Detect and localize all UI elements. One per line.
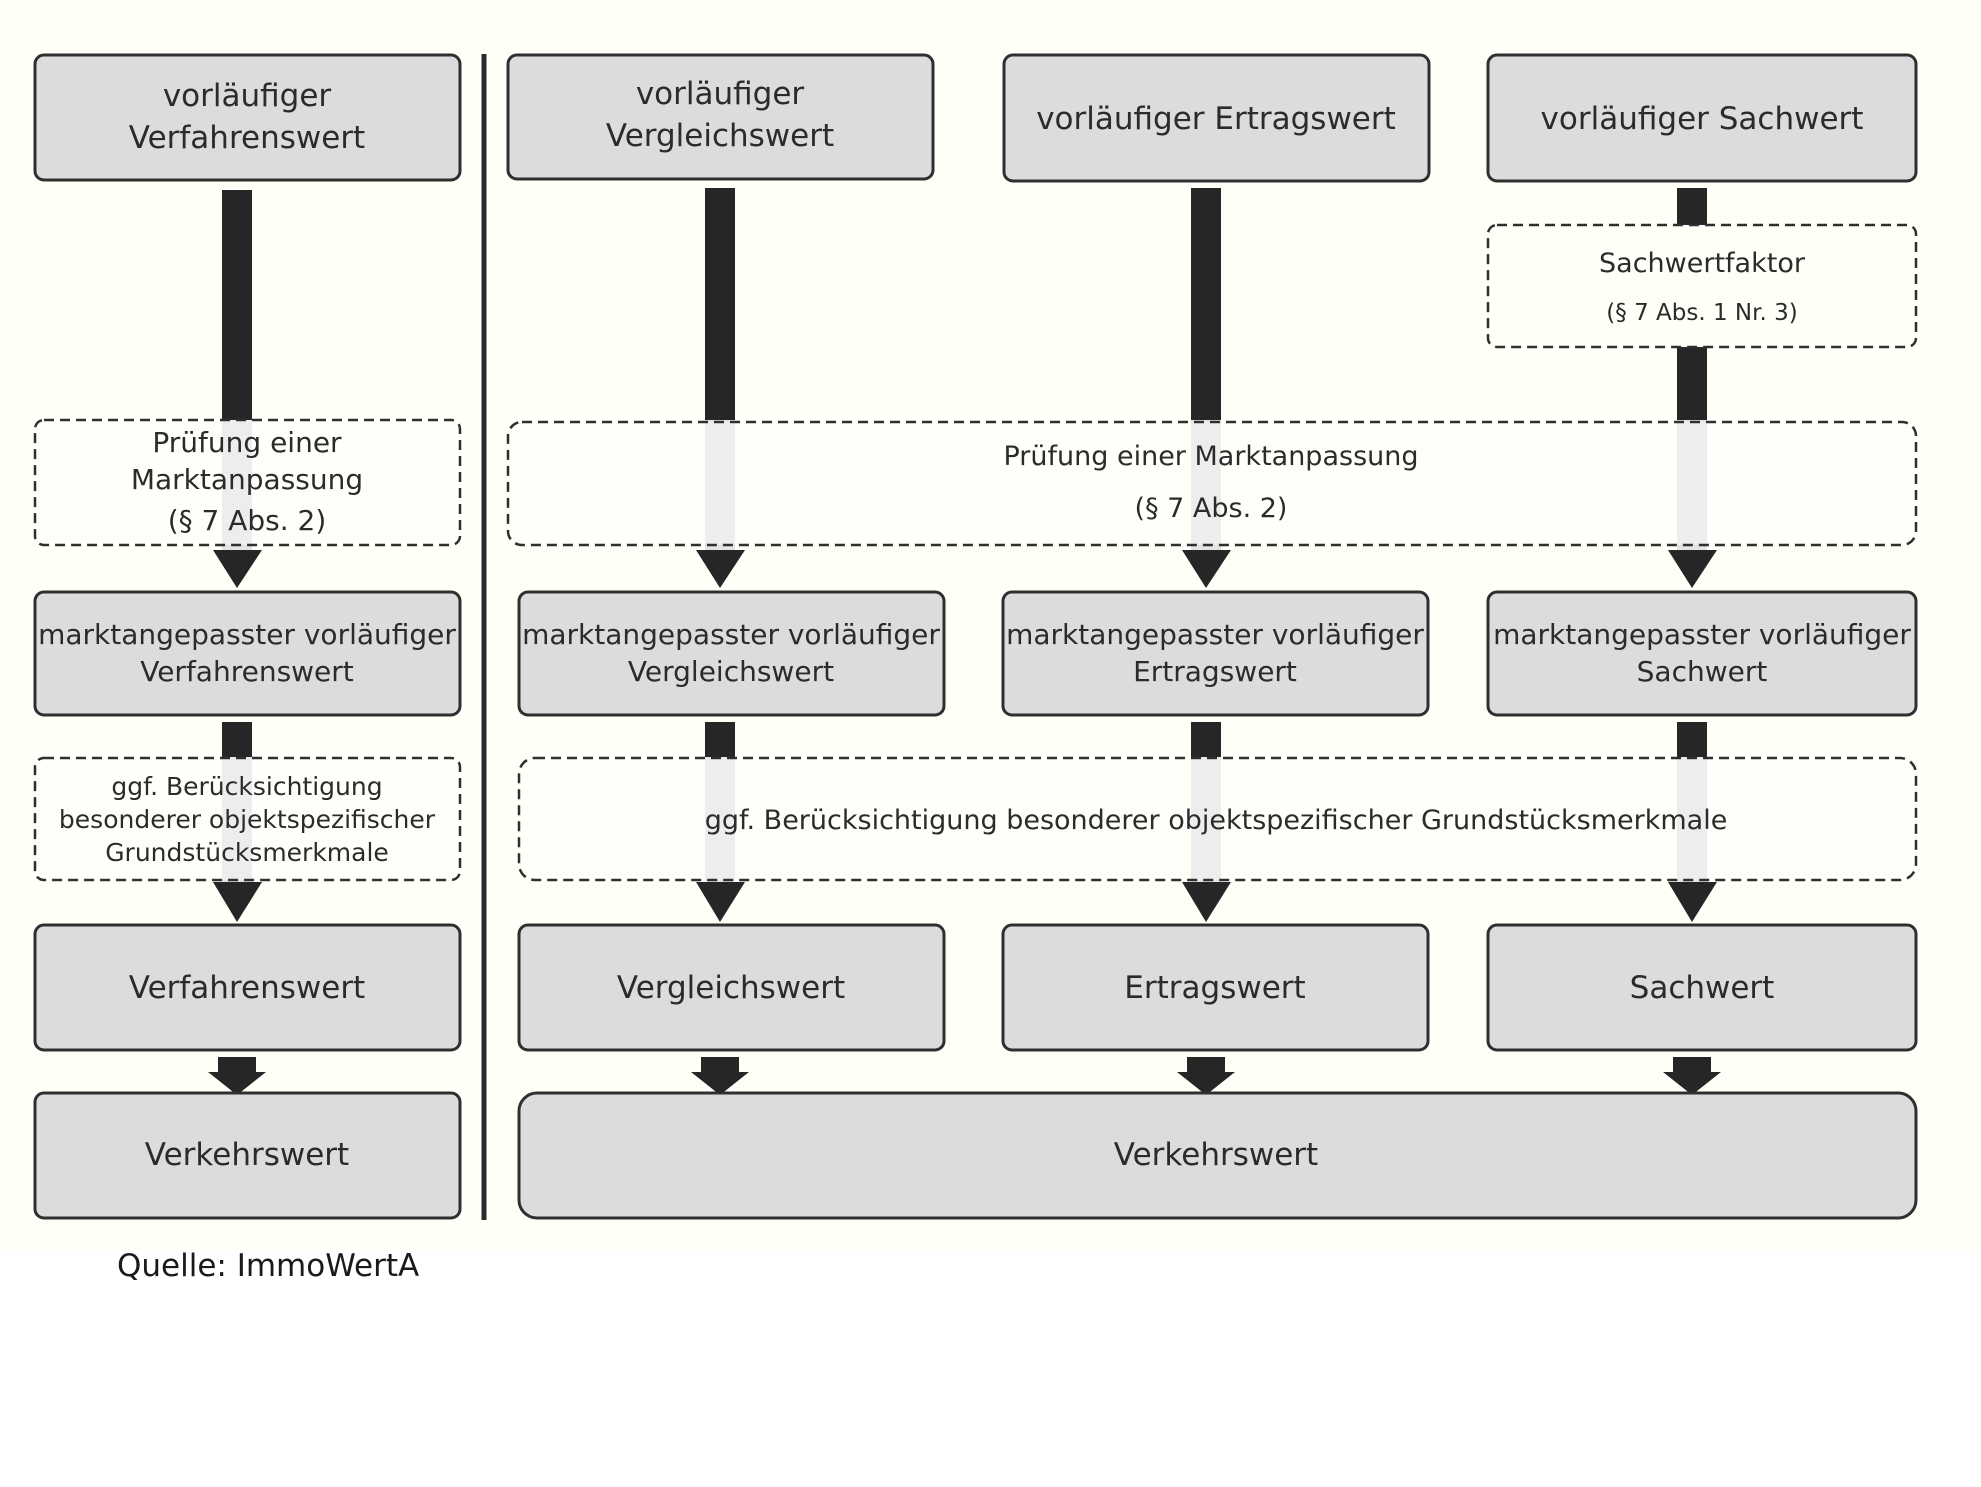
source-caption: Quelle: ImmoWertA <box>117 1248 420 1284</box>
top-box-ertragswert: vorläufiger Ertragswert <box>1002 53 1431 183</box>
box-label: vorläufiger <box>636 76 805 112</box>
top-box-vergleichswert: vorläufiger Vergleichswert <box>506 53 935 181</box>
left-special-box: ggf. Berücksichtigung besonderer objekts… <box>33 756 462 882</box>
right-final-box: Verkehrswert <box>517 1091 1918 1220</box>
arrow-shaft-faded <box>705 420 735 550</box>
left-arrow <box>208 190 266 1095</box>
box-label: (§ 7 Abs. 2) <box>168 504 327 537</box>
box-label: Grundstücksmerkmale <box>105 838 389 867</box>
left-arrow-head-3 <box>208 1057 266 1095</box>
box-label: vorläufiger <box>163 78 332 114</box>
box-label: Vergleichswert <box>628 655 834 688</box>
arrow-shaft-faded <box>1677 420 1707 550</box>
left-arrow-shaft-mid <box>222 722 252 757</box>
box-label: ggf. Berücksichtigung besonderer objekts… <box>705 805 1728 836</box>
right-special-box: ggf. Berücksichtigung besonderer objekts… <box>517 756 1918 882</box>
box-label: Vergleichswert <box>606 118 834 154</box>
box-label: besonderer objektspezifischer <box>59 805 436 834</box>
left-adjusted-box: marktangepasster vorläufiger Verfahrensw… <box>33 590 462 717</box>
box-label: marktangepasster vorläufiger <box>1006 618 1424 651</box>
box-label: marktangepasster vorläufiger <box>38 618 456 651</box>
left-check-box: Prüfung einer Marktanpassung (§ 7 Abs. 2… <box>33 418 462 547</box>
box-label: vorläufiger Ertragswert <box>1036 101 1396 137</box>
box-label: Verkehrswert <box>1114 1137 1318 1173</box>
box-label: marktangepasster vorläufiger <box>1493 618 1911 651</box>
value-box-ertragswert: Ertragswert <box>1001 923 1430 1052</box>
right-check-box: Prüfung einer Marktanpassung (§ 7 Abs. 2… <box>506 420 1918 547</box>
adjusted-box-ertragswert: marktangepasster vorläufiger Ertragswert <box>1001 590 1430 717</box>
arrow-shaft-faded <box>1677 757 1707 882</box>
box-label: (§ 7 Abs. 2) <box>1135 493 1288 524</box>
box-label: Sachwert <box>1637 655 1768 688</box>
top-box-sachwert: vorläufiger Sachwert <box>1486 53 1918 183</box>
arrow-head <box>1663 1057 1721 1095</box>
right-arrow-ertrag <box>1177 188 1235 1095</box>
arrow-shaft <box>705 722 735 757</box>
box-label: Ertragswert <box>1124 970 1305 1006</box>
left-arrow-shaft-top <box>222 190 252 420</box>
left-arrow-shaft-faded <box>222 420 252 550</box>
sachwertfaktor-box: Sachwertfaktor (§ 7 Abs. 1 Nr. 3) <box>1486 223 1918 349</box>
left-value-box: Verfahrenswert <box>33 923 462 1052</box>
box-label: Ertragswert <box>1133 655 1297 688</box>
box-label: Verfahrenswert <box>129 120 365 156</box>
left-final-box: Verkehrswert <box>33 1091 462 1220</box>
box-label: Prüfung einer Marktanpassung <box>1004 441 1419 472</box>
box-label: Sachwertfaktor <box>1599 248 1806 279</box>
arrow-head <box>1182 550 1231 588</box>
box-label: marktangepasster vorläufiger <box>522 618 940 651</box>
value-box-sachwert: Sachwert <box>1486 923 1918 1052</box>
arrow-shaft-faded <box>1191 757 1221 882</box>
arrow-head <box>1182 882 1231 922</box>
arrow-shaft <box>1191 188 1221 420</box>
adjusted-box-sachwert: marktangepasster vorläufiger Sachwert <box>1486 590 1918 717</box>
arrow-head <box>1668 882 1717 922</box>
value-box-vergleichswert: Vergleichswert <box>517 923 946 1052</box>
right-arrow-vergleich <box>691 188 749 1095</box>
box-label: Verkehrswert <box>145 1137 349 1173</box>
left-arrow-shaft-mid-faded <box>222 757 252 882</box>
arrow-shaft <box>705 188 735 420</box>
box-label: vorläufiger Sachwert <box>1541 101 1864 137</box>
arrow-shaft-faded <box>1191 420 1221 550</box>
arrow-shaft-faded <box>705 757 735 882</box>
left-arrow-head-2 <box>213 882 262 922</box>
box-label: Marktanpassung <box>131 463 363 496</box>
arrow-head <box>696 550 745 588</box>
box-label: Verfahrenswert <box>129 970 365 1006</box>
arrow-head <box>1177 1057 1235 1095</box>
box-label: ggf. Berücksichtigung <box>111 772 382 801</box>
arrow-shaft <box>1677 722 1707 757</box>
box-label: Prüfung einer <box>152 426 342 459</box>
box-label: Sachwert <box>1630 970 1775 1006</box>
arrow-shaft <box>1191 722 1221 757</box>
left-top-box: vorläufiger Verfahrenswert <box>33 53 462 182</box>
arrow-head <box>691 1057 749 1095</box>
left-arrow-head-1 <box>213 550 262 588</box>
arrow-head <box>696 882 745 922</box>
arrow-head <box>1668 550 1717 588</box>
adjusted-box-vergleichswert: marktangepasster vorläufiger Vergleichsw… <box>517 590 946 717</box>
box-label: Verfahrenswert <box>140 655 354 688</box>
box-label: Vergleichswert <box>617 970 845 1006</box>
box-label: (§ 7 Abs. 1 Nr. 3) <box>1606 300 1797 326</box>
